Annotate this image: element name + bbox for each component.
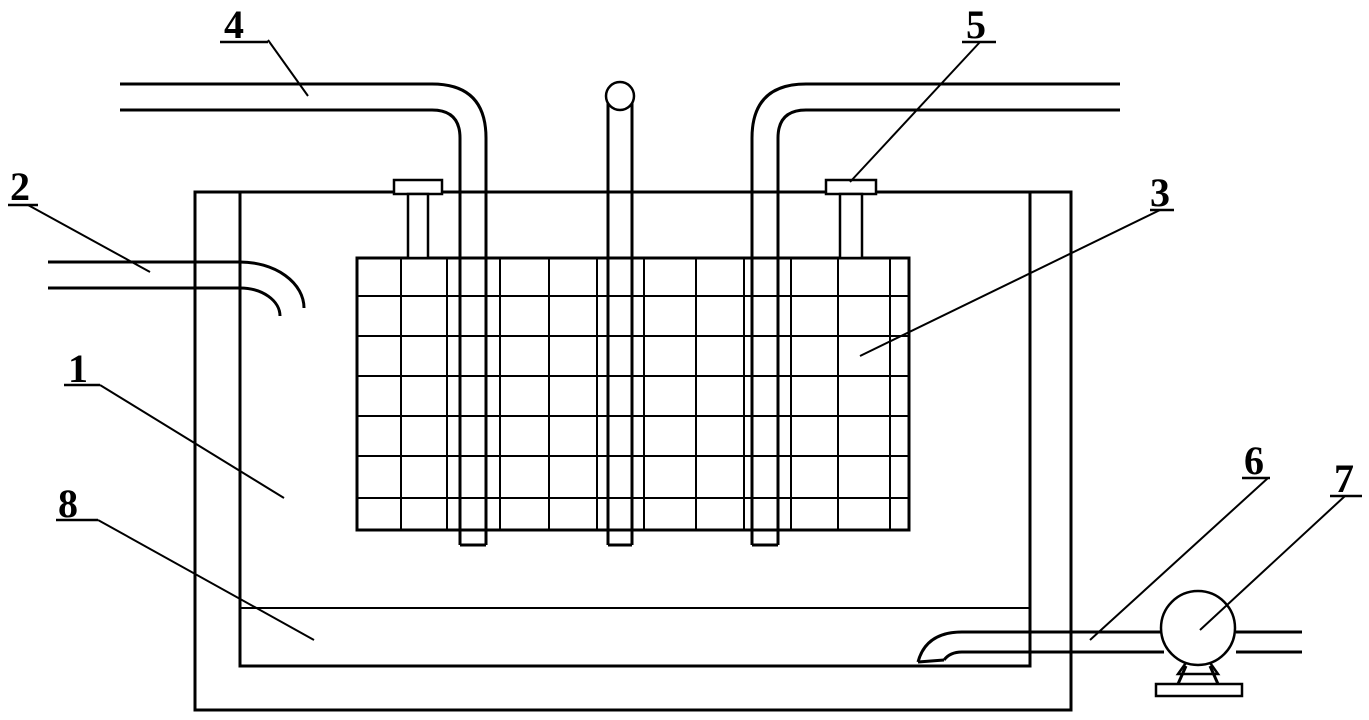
label-part-7: 7 — [1334, 456, 1354, 501]
label-underlines — [8, 40, 1362, 522]
inlet-pipe — [48, 260, 306, 317]
outlet-pipe — [916, 630, 1302, 664]
left-support-bracket — [392, 178, 444, 260]
label-part-5: 5 — [966, 2, 986, 47]
grid-module — [355, 256, 911, 532]
label-part-4: 4 — [224, 2, 244, 47]
right-support-bracket — [824, 178, 878, 260]
center-rod — [604, 80, 636, 547]
pump — [1154, 589, 1244, 698]
tank-inner-wall — [238, 192, 1032, 668]
label-part-8: 8 — [58, 481, 78, 526]
label-part-2: 2 — [10, 164, 30, 209]
label-part-3: 3 — [1150, 170, 1170, 215]
label-part-6: 6 — [1244, 438, 1264, 483]
leader-lines — [27, 39, 1346, 641]
label-part-1: 1 — [68, 346, 88, 391]
left-bent-pipe — [120, 82, 488, 547]
right-bent-pipe — [750, 82, 1120, 547]
